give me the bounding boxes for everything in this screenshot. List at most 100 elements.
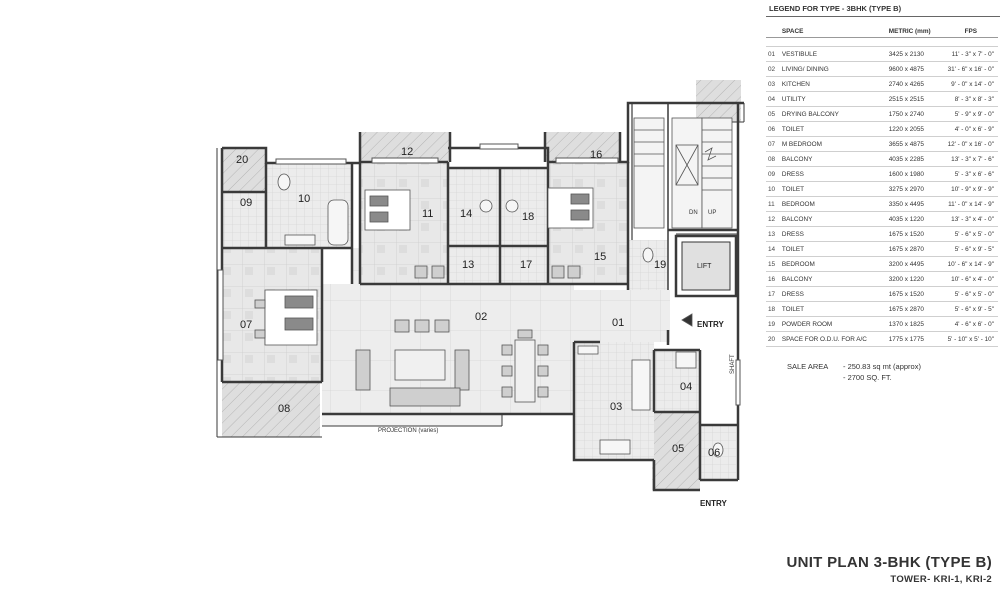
- label-08: 08: [278, 403, 290, 415]
- legend-row-metric: 3275 x 2970: [886, 181, 946, 197]
- legend-row-space: UTILITY: [779, 91, 887, 107]
- legend-row-fps: 5' - 9" x 9' - 0": [945, 106, 998, 122]
- legend-row-metric: 1750 x 2740: [886, 106, 946, 122]
- living-02-upper: [352, 248, 360, 284]
- legend-row-metric: 2515 x 2515: [886, 91, 946, 107]
- sale-area: SALE AREA- 250.83 sq mt (approx) - 2700 …: [787, 361, 921, 383]
- legend-row-fps: 13' - 3" x 7' - 6": [945, 151, 998, 167]
- legend-row-fps: 5' - 6" x 9' - 5": [945, 301, 998, 317]
- legend-row-number: 05: [766, 106, 780, 122]
- balcony-12: [360, 132, 450, 162]
- legend-row-metric: 1370 x 1825: [886, 316, 946, 332]
- legend-row-fps: 4' - 6" x 6' - 0": [945, 316, 998, 332]
- legend-row-number: 02: [766, 61, 780, 77]
- label-19: 19: [654, 259, 666, 271]
- legend-row-space: DRESS: [779, 166, 887, 182]
- legend-row-fps: 5' - 10" x 5' - 10": [945, 331, 998, 347]
- label-12: 12: [401, 146, 413, 158]
- room-labels: 01 02 03 04 05 06 07 08 09 10 11 12 13 1…: [236, 146, 736, 508]
- label-06: 06: [708, 447, 720, 459]
- legend-row-space: BEDROOM: [779, 256, 887, 272]
- legend-row-fps: 11' - 0" x 14' - 9": [945, 196, 998, 212]
- legend-header-fps: FPS: [964, 27, 977, 35]
- legend-row-metric: 3200 x 4495: [886, 256, 946, 272]
- legend-row-metric: 1775 x 1775: [886, 331, 946, 347]
- legend-row-metric: 4035 x 1220: [886, 211, 946, 227]
- legend-row-number: 08: [766, 151, 780, 167]
- label-07: 07: [240, 319, 252, 331]
- legend-row-number: 15: [766, 256, 780, 272]
- label-10: 10: [298, 193, 310, 205]
- dress-13-floor: [448, 246, 500, 284]
- label-01: 01: [612, 317, 624, 329]
- legend-row-number: 12: [766, 211, 780, 227]
- legend-row-metric: 1675 x 2870: [886, 301, 946, 317]
- legend-row-space: BALCONY: [779, 271, 887, 287]
- legend-row-space: BALCONY: [779, 211, 887, 227]
- legend-panel: LEGEND FOR TYPE - 3BHK (TYPE B) SPACE ME…: [766, 2, 1000, 347]
- legend-row-fps: 4' - 0" x 6' - 9": [945, 121, 998, 137]
- legend-row-fps: 9' - 0" x 14' - 0": [945, 76, 998, 92]
- label-20: 20: [236, 154, 248, 166]
- legend-row-metric: 3655 x 4875: [886, 136, 946, 152]
- legend-row-number: 18: [766, 301, 780, 317]
- legend-row-number: 06: [766, 121, 780, 137]
- legend-row-metric: 9600 x 4875: [886, 61, 946, 77]
- legend-row-metric: 1675 x 1520: [886, 286, 946, 302]
- legend-row-fps: 10' - 6" x 4' - 0": [945, 271, 998, 287]
- label-entry-service: ENTRY: [700, 499, 727, 508]
- legend-header-space: SPACE: [781, 27, 804, 35]
- plan-title-block: UNIT PLAN 3-BHK (TYPE B) TOWER- KRI-1, K…: [786, 554, 992, 585]
- legend-row-number: 09: [766, 166, 780, 182]
- sale-area-imperial: - 2700 SQ. FT.: [843, 373, 892, 382]
- legend-row-fps: 5' - 6" x 5' - 0": [945, 226, 998, 242]
- legend-title: LEGEND FOR TYPE - 3BHK (TYPE B): [766, 2, 1000, 17]
- sale-area-metric: - 250.83 sq mt (approx): [843, 362, 921, 371]
- lift-shaft: [681, 241, 731, 291]
- label-09: 09: [240, 197, 252, 209]
- label-stair-dn: DN: [689, 210, 698, 216]
- windows: [217, 143, 741, 406]
- legend-row-fps: 10' - 6" x 14' - 9": [945, 256, 998, 272]
- legend-row-metric: 3350 x 4495: [886, 196, 946, 212]
- label-entry-main: ENTRY: [697, 320, 724, 329]
- legend-row-space: POWDER ROOM: [779, 316, 887, 332]
- legend-header-metric: METRIC (mm): [888, 27, 931, 35]
- legend-row-number: 04: [766, 91, 780, 107]
- legend-row-space: TOILET: [779, 241, 887, 257]
- plan-title: UNIT PLAN 3-BHK (TYPE B): [786, 554, 992, 571]
- legend-row-fps: 12' - 0" x 16' - 0": [945, 136, 998, 152]
- legend-row-number: 03: [766, 76, 780, 92]
- legend-row-number: 20: [766, 331, 780, 347]
- label-13: 13: [462, 259, 474, 271]
- legend-row-metric: 1220 x 2055: [886, 121, 946, 137]
- legend-row-metric: 3200 x 1220: [886, 271, 946, 287]
- label-stair-up: UP: [708, 210, 716, 216]
- legend-row-fps: 5' - 3" x 6' - 6": [945, 166, 998, 182]
- legend-row-space: TOILET: [779, 301, 887, 317]
- label-11: 11: [422, 208, 433, 220]
- legend-row-fps: 31' - 6" x 16' - 0": [945, 61, 998, 77]
- label-05: 05: [672, 443, 684, 455]
- legend-row-metric: 3425 x 2130: [886, 46, 946, 62]
- legend-row-space: DRESS: [779, 286, 887, 302]
- legend-row-space: TOILET: [779, 181, 887, 197]
- legend-row-fps: 10' - 9" x 9' - 9": [945, 181, 998, 197]
- label-17: 17: [520, 259, 532, 271]
- label-shaft: SHAFT: [730, 354, 736, 374]
- dress-09-floor: [222, 192, 266, 248]
- legend-row-space: BALCONY: [779, 151, 887, 167]
- balcony-08: [222, 382, 320, 437]
